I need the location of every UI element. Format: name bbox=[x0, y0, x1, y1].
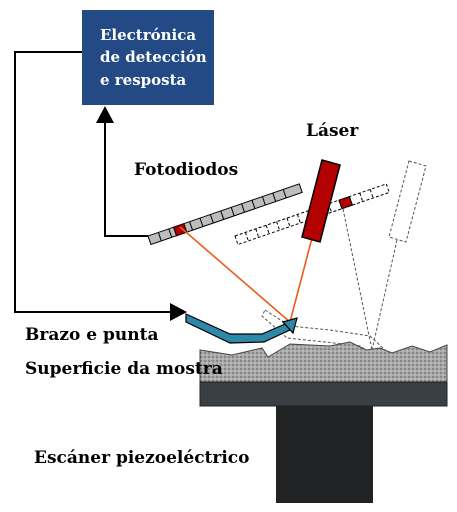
surface-label: Superficie da mostra bbox=[25, 359, 223, 379]
displaced-beams bbox=[342, 208, 398, 351]
cantilever-label: Brazo e punta bbox=[25, 325, 158, 345]
laser-beams bbox=[179, 226, 313, 323]
scanner-label: Escáner piezoeléctrico bbox=[34, 448, 250, 468]
sample-base bbox=[199, 381, 448, 407]
photodiodes-label: Fotodiodos bbox=[134, 160, 238, 180]
sample-surface bbox=[199, 341, 448, 384]
electronics-label-line1: Electrónica bbox=[100, 26, 196, 44]
signal-arrow bbox=[96, 106, 148, 237]
laser-label: Láser bbox=[306, 121, 359, 141]
electronics-box: Electrónica de detección e resposta bbox=[82, 10, 214, 105]
active-photodiode bbox=[172, 222, 188, 237]
laser bbox=[301, 159, 341, 243]
feedback-arrow bbox=[14, 51, 187, 321]
laser-displaced bbox=[388, 160, 427, 243]
cantilever bbox=[185, 313, 298, 344]
sample bbox=[199, 341, 448, 407]
photodiode-array bbox=[147, 183, 303, 246]
piezo-scanner bbox=[276, 406, 373, 503]
cantilever-tip bbox=[281, 317, 298, 335]
electronics-label-line3: e resposta bbox=[100, 71, 187, 89]
electronics-label-line2: de detección bbox=[100, 48, 207, 66]
